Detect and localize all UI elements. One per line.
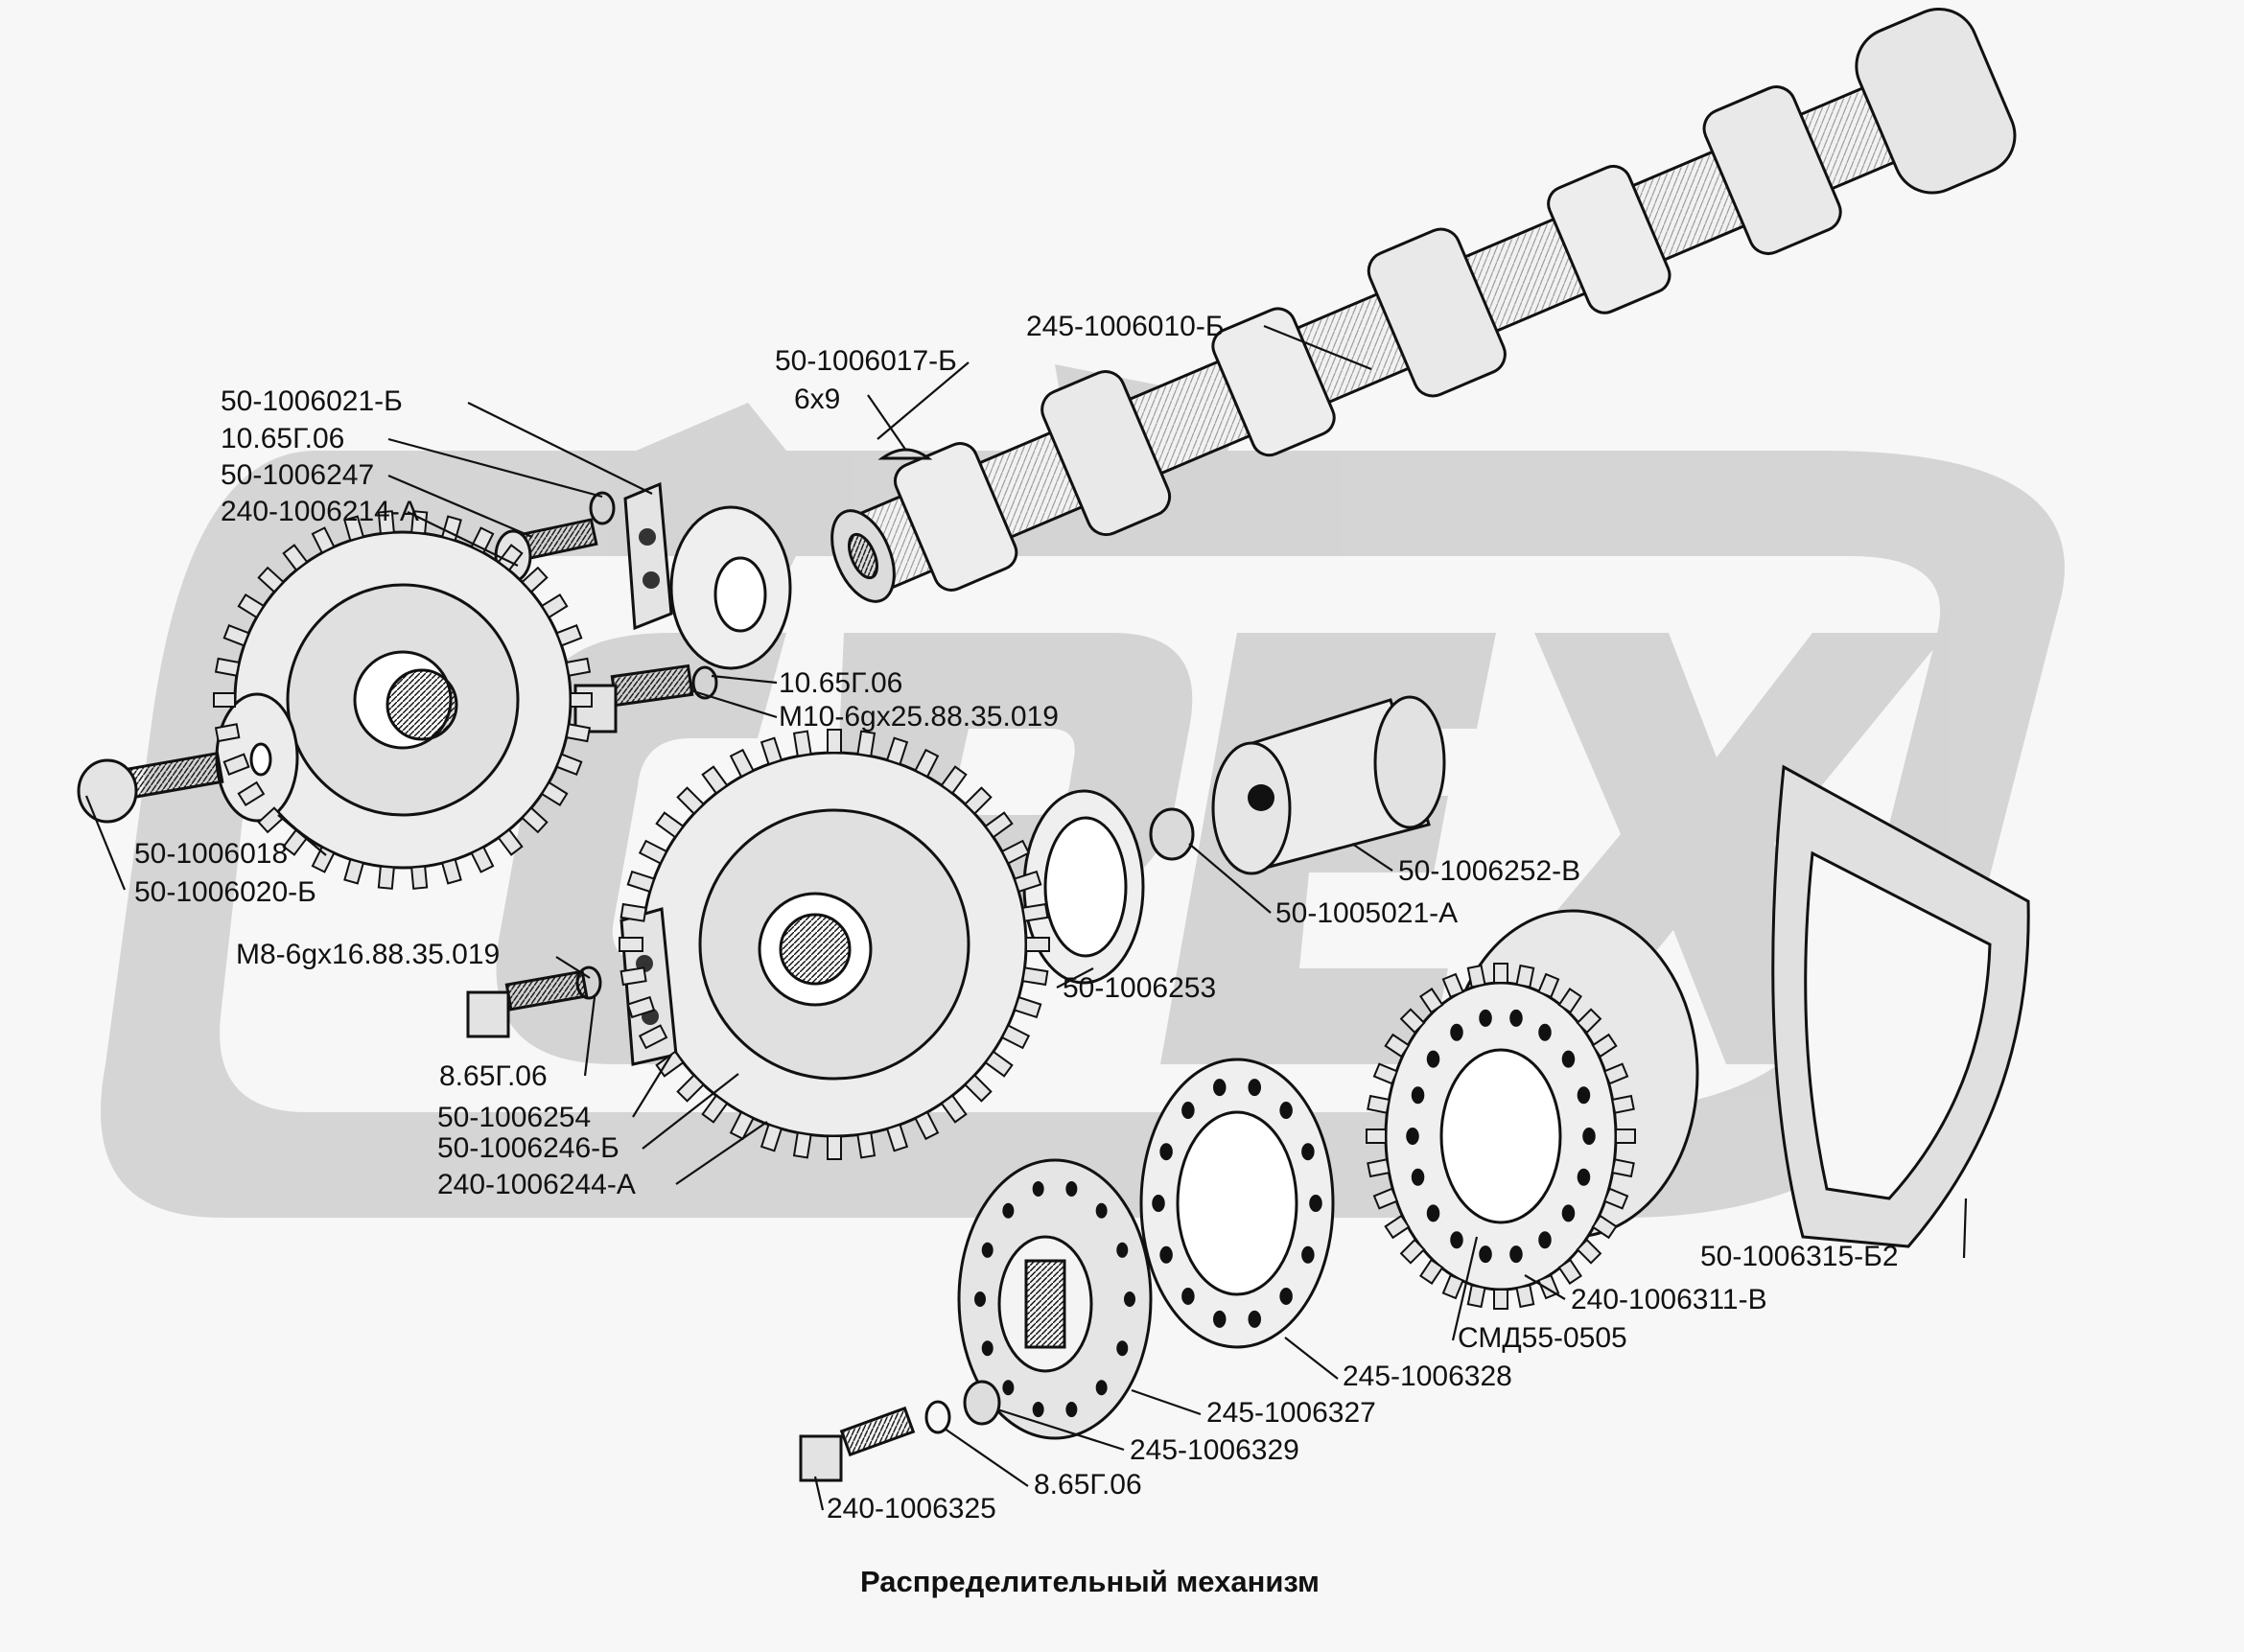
bushing: [1149, 807, 1195, 861]
leader-line: [407, 511, 519, 567]
leader-line: [867, 394, 907, 452]
label-hub-bolt: 240-1006325: [827, 1493, 996, 1524]
part-labels: 245-1006010-Б 50-1006017-Б 6х9 50-100602…: [134, 311, 1899, 1524]
label-washer-mid: 10.65Г.06: [779, 667, 902, 699]
leader-line: [1451, 1236, 1479, 1341]
spring-washer-mid-top: [691, 665, 718, 700]
leader-line: [84, 795, 127, 891]
leader-line: [583, 996, 596, 1077]
leader-line: [642, 1073, 739, 1150]
label-lock-plate-bottom: 50-1006254: [437, 1102, 591, 1133]
spring-washer-top: [589, 491, 616, 525]
idler-gear: [641, 751, 1028, 1138]
label-lock-plate-top: 50-1006021-Б: [221, 385, 403, 417]
bolt-m8: [466, 969, 589, 1038]
leader-line: [877, 361, 970, 440]
label-key-part: 50-1006017-Б: [775, 345, 957, 377]
label-screw-top: 50-1006247: [221, 459, 374, 491]
leader-line: [1524, 1274, 1566, 1300]
label-bolt-left: 50-1006020-Б: [134, 876, 316, 908]
label-bolt-m10: М10-6gх25.88.35.019: [779, 701, 1059, 733]
thrust-plate-washer: [669, 505, 792, 670]
leader-line: [1188, 843, 1272, 914]
pump-gear: [1384, 909, 1699, 1291]
leader-line: [387, 437, 603, 499]
leader-line: [1351, 843, 1393, 872]
label-idler-axle: 50-1006252-В: [1398, 855, 1580, 887]
label-key-size: 6х9: [794, 384, 840, 415]
label-camshaft-gear: 240-1006214-А: [221, 496, 419, 527]
label-idler-bushing: 50-1006246-Б: [437, 1132, 619, 1164]
figure-caption: Распределительный механизм: [860, 1565, 1320, 1598]
label-pump-bolt: СМД55-0505: [1458, 1322, 1627, 1354]
label-washer-top: 10.65Г.06: [221, 423, 344, 454]
leader-line: [555, 956, 591, 979]
label-pump-gear: 240-1006311-В: [1571, 1284, 1767, 1315]
woodruff-key: [877, 448, 933, 460]
leader-line: [387, 474, 533, 539]
leader-line: [1962, 1198, 1968, 1259]
camshaft: [830, 7, 2017, 603]
leader-line: [690, 688, 778, 719]
leader-line: [1056, 967, 1094, 989]
leader-line: [632, 1054, 672, 1118]
leader-line: [944, 1428, 1029, 1487]
bolt-left: [77, 751, 224, 824]
label-washer-left: 50-1006018: [134, 838, 288, 870]
gear-teeth: [213, 510, 1636, 1418]
hub-flange: [957, 1158, 1153, 1440]
leader-lines: [84, 324, 1968, 1511]
lock-plate-top: [623, 481, 673, 631]
spring-washer-bottom: [924, 1400, 951, 1434]
label-thrust-washer: 50-1006253: [1063, 972, 1216, 1004]
label-flange-washer: 245-1006329: [1130, 1434, 1299, 1466]
label-spring-washer-bottom: 8.65Г.06: [1034, 1469, 1142, 1501]
idler-axle: [1211, 695, 1446, 875]
thrust-washer: [1022, 789, 1145, 985]
label-camshaft: 245-1006010-Б: [1026, 311, 1225, 342]
hub-bolt: [799, 1406, 916, 1482]
leader-line: [467, 402, 653, 495]
leader-line: [675, 1121, 768, 1185]
leader-line: [1284, 1337, 1339, 1380]
label-gasket: 50-1006315-Б2: [1700, 1241, 1899, 1272]
label-bolt-m8: М8-6gх16.88.35.019: [236, 939, 500, 970]
leader-line: [996, 1408, 1125, 1452]
label-idler-gear: 240-1006244-А: [437, 1169, 636, 1200]
label-flange-ring: 245-1006328: [1343, 1361, 1512, 1392]
leader-line: [711, 674, 778, 685]
washer-left: [215, 692, 299, 823]
flange-ring: [1139, 1058, 1335, 1349]
leader-line: [813, 1476, 825, 1511]
label-spring-washer-mid: 8.65Г.06: [439, 1060, 548, 1092]
leader-line: [1263, 324, 1372, 371]
label-hub-flange: 245-1006327: [1206, 1397, 1376, 1429]
gasket: [1771, 764, 2030, 1248]
label-bushing: 50-1005021-А: [1275, 897, 1458, 929]
leader-line: [1131, 1388, 1202, 1416]
flange-washer: [963, 1380, 1001, 1426]
camshaft-gear: [233, 530, 573, 870]
leader-line: [277, 814, 327, 856]
